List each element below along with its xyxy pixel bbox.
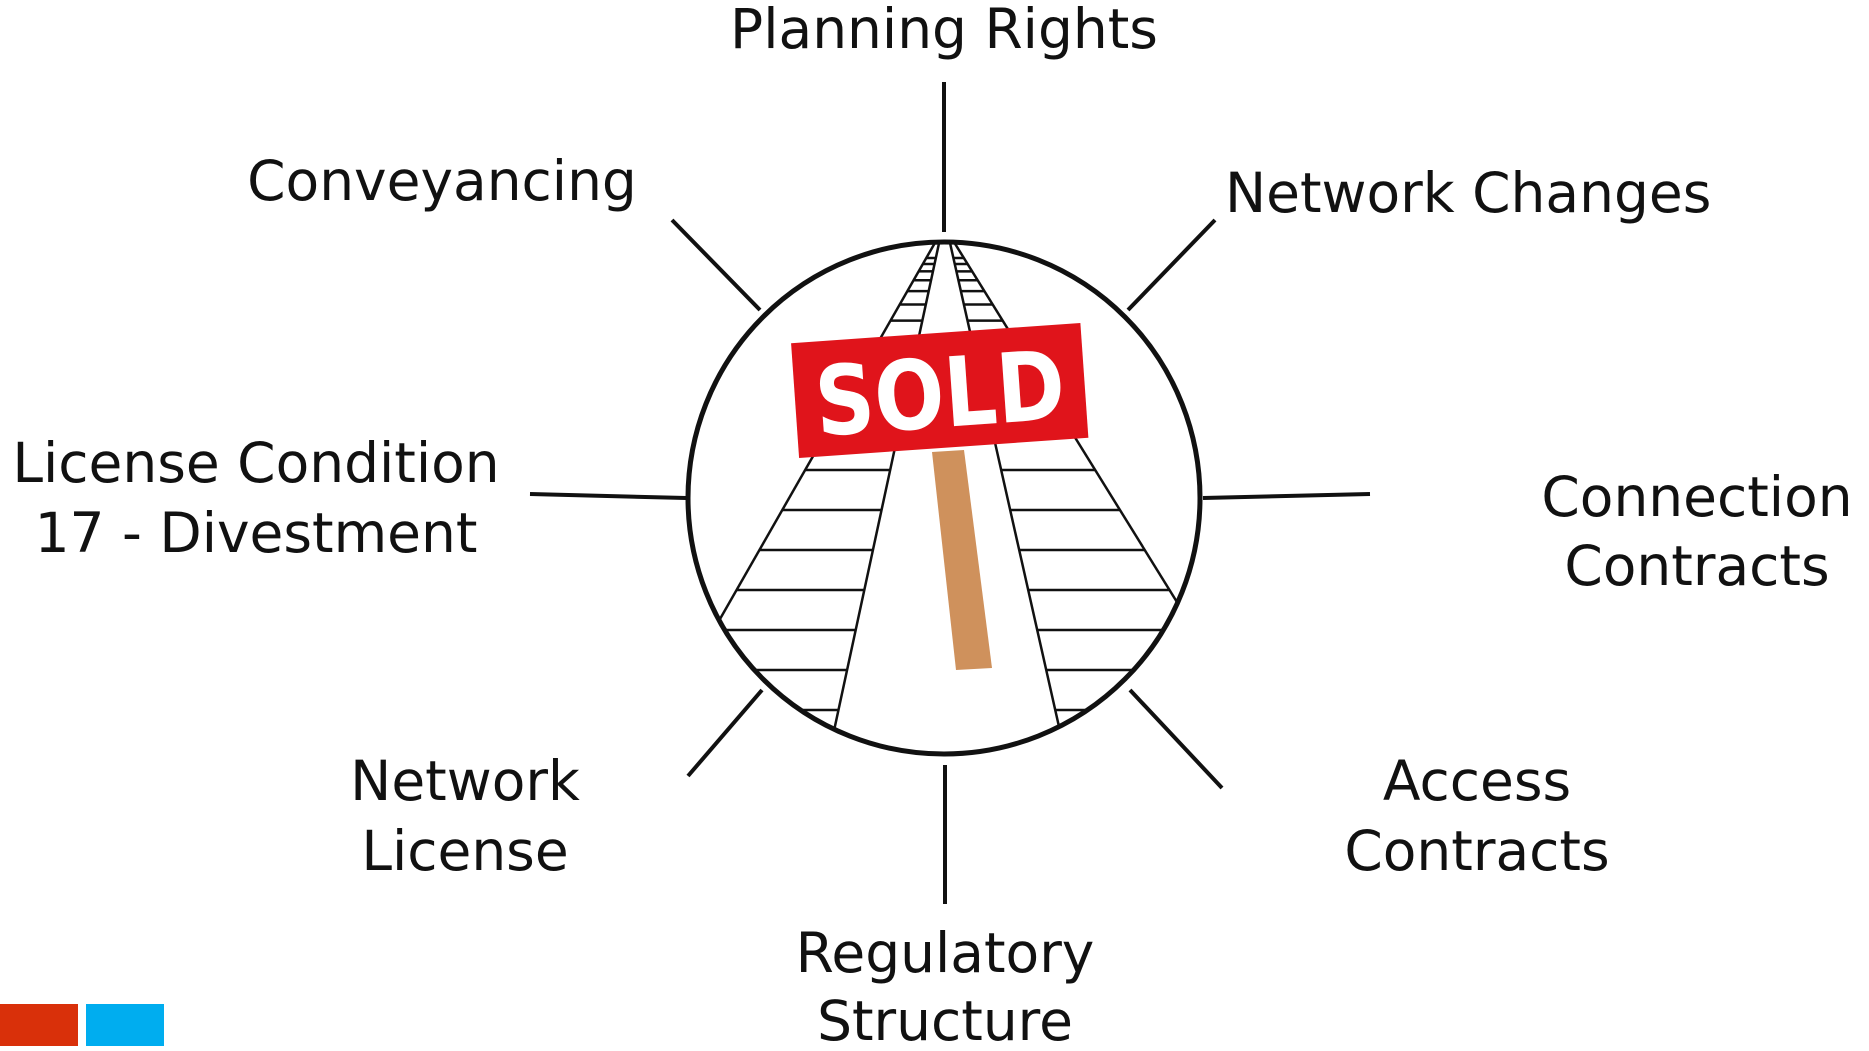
spoke-network-license (686, 688, 764, 778)
label-conveyancing: Conveyancing (247, 149, 637, 213)
spoke-connection-contracts (1202, 492, 1371, 500)
spoke-access-contracts (1128, 688, 1224, 790)
rail-left-inner (830, 242, 943, 741)
spoke-conveyancing (670, 218, 762, 312)
label-connection-line-1: Connection (1541, 465, 1852, 529)
spoke-network-changes (1126, 218, 1217, 312)
sign-board (791, 322, 1089, 458)
label-network-changes: Network Changes (1225, 161, 1711, 225)
label-regulatory-line-2: Structure (817, 989, 1073, 1046)
brand-swatch-red (0, 1004, 78, 1046)
railway-track (688, 242, 1200, 752)
spoke-license-condition (529, 492, 687, 500)
track-circle-group (685, 239, 1203, 757)
label-license-condition-line-2: 17 - Divestment (35, 501, 478, 565)
sign-text: SOLD (811, 329, 1068, 458)
spokes (529, 82, 1371, 904)
label-license-condition-line-1: License Condition (12, 431, 499, 495)
label-access-line-1: Access (1383, 749, 1571, 813)
sold-sign: SOLD (791, 322, 1089, 670)
labels: Planning Rights Network Changes Connecti… (12, 0, 1852, 1051)
label-network-license-line-1: Network (350, 749, 580, 813)
sign-post (932, 450, 992, 670)
label-planning-rights: Planning Rights (730, 0, 1158, 61)
brand-swatch-blue (86, 1004, 164, 1046)
label-regulatory-line-1: Regulatory (796, 921, 1095, 985)
label-access-line-2: Contracts (1344, 819, 1609, 883)
track-circle (685, 239, 1203, 757)
label-network-license-line-2: License (361, 819, 568, 883)
rail-right-inner (946, 242, 1064, 741)
label-connection-line-2: Contracts (1564, 534, 1829, 598)
